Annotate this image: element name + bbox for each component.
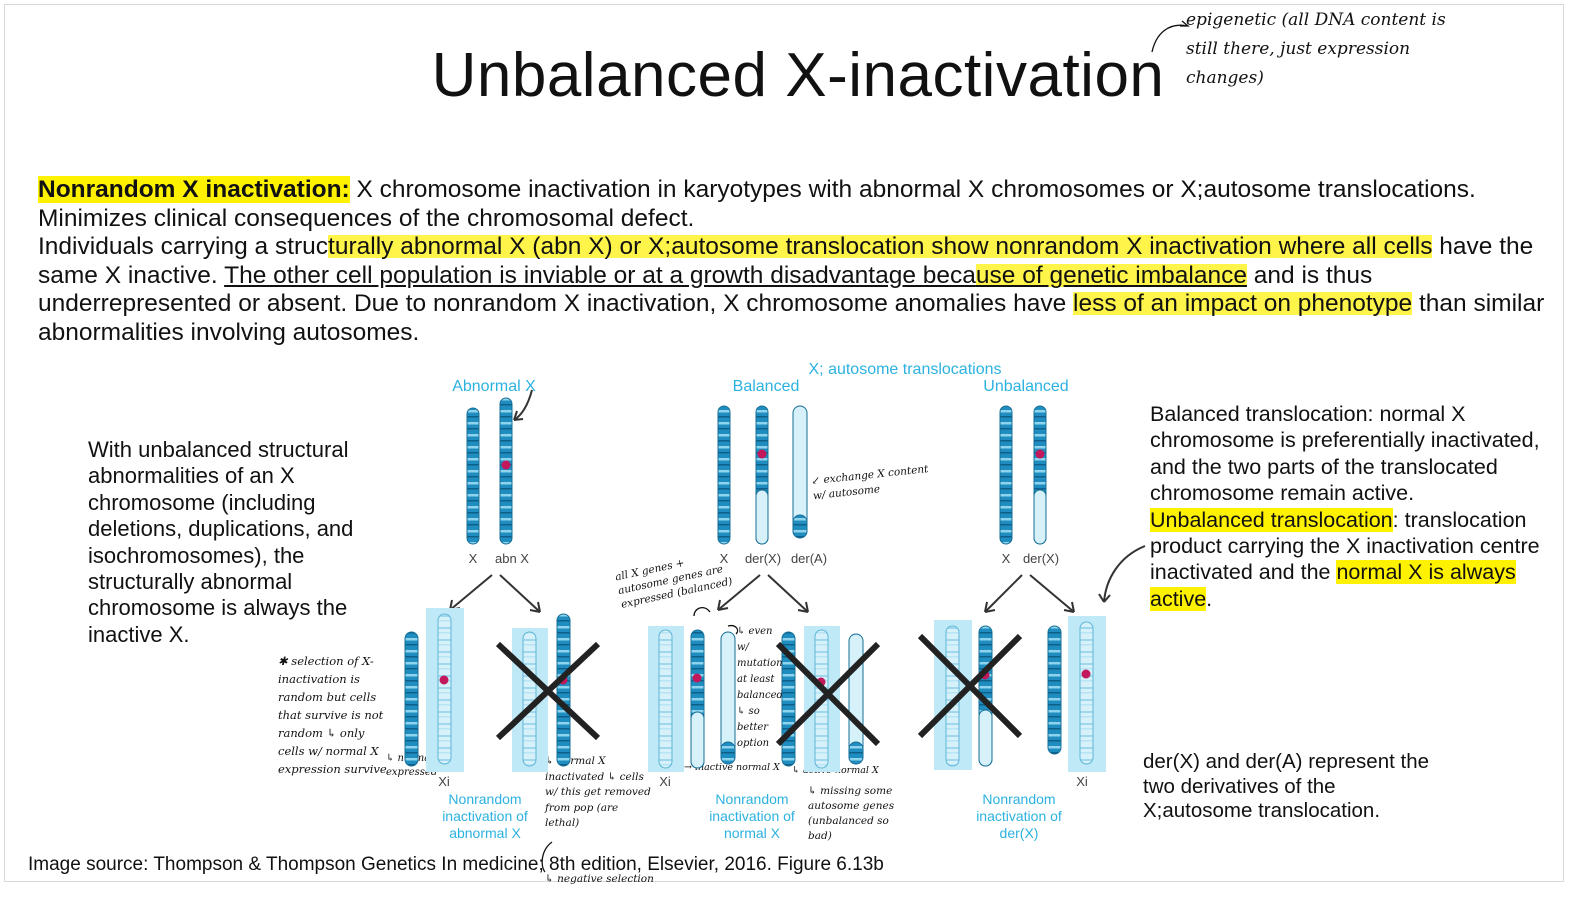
explanation-highlight-2: use of genetic imbalance [975,261,1247,289]
xi-label: Xi [659,774,671,789]
chromosome-active-abn-x [556,613,571,767]
intro-paragraph: Nonrandom X inactivation: X chromosome i… [38,176,1553,348]
xi-label: Xi [438,774,450,789]
chromosome-active-x [1047,625,1062,755]
chromosome-active-x [404,631,419,767]
chromosome-x [999,405,1013,545]
handwritten-selection-note: ✱ selection of X-inactivation is random … [278,654,387,776]
handwritten-connectors [541,20,1190,873]
inviable-cross [495,641,601,741]
chromosome-der-a-x-part [848,741,864,765]
right-explanation: Balanced translocation: normal X chromos… [1150,401,1570,612]
caption-line: abnormal X [449,825,521,841]
chromosome-abn-x [499,397,513,545]
unbalanced-header: Unbalanced [983,378,1068,395]
label-x: X [1002,551,1011,566]
caption-line: Nonrandom [982,791,1055,807]
caption-line: inactivation of [976,808,1062,824]
caption-line: normal X [724,825,781,841]
explanation-underline: The other cell population is inviable or… [224,261,976,289]
label-der-x: der(X) [1023,551,1059,566]
chromosome-der-a-x-part [720,741,736,765]
chromosome-x [717,405,731,545]
chromosome-der-x-autosome-part [1033,489,1047,545]
explanation-part: than similar abnormalities involving aut… [38,290,1545,346]
inviable-cross [775,641,881,747]
balanced-translocation-text: Balanced translocation: normal X chromos… [1150,402,1540,506]
centromere-mark [501,460,511,470]
explanation-highlight-1: turally abnormal X (abn X) or X;autosome… [328,233,1433,261]
chromosome-inactive-x [658,629,673,769]
definition-text: X chromosome inactivation in karyotypes … [38,176,1476,232]
label-der-x: der(X) [745,551,781,566]
caption-line: der(X) [1000,825,1039,841]
centromere-mark [1035,449,1045,459]
definition-term: Nonrandom X inactivation: [38,176,350,203]
unbalanced-colon: : [1392,507,1399,532]
handwritten-even-mutation-note: ↳ even w/ mutation at least balanced ↳ s… [737,626,783,749]
chromosome-der-a-x-part [792,514,808,539]
definition-line: Nonrandom X inactivation: X chromosome i… [38,176,1553,233]
caption-line: inactivation of [442,808,528,824]
caption-line: Nonrandom [715,791,788,807]
chromosome-inactive-abn-x [437,613,452,765]
panel-unbalanced [917,616,1106,772]
explanation-highlight-3: less of an impact on phenotype [1073,290,1413,318]
explanation-part: have the same X inactive. [38,233,1534,289]
chromosome-der-x-autosome-part [755,489,769,545]
panel-balanced [648,626,881,772]
centromere-mark [692,673,702,683]
caption-line: Nonrandom [448,791,521,807]
unbalanced-desc: translocation product carrying the X ina… [1150,507,1540,585]
xi-label: Xi [1076,774,1088,789]
balanced-header: Balanced [733,378,800,395]
unbalanced-term: Unbalanced translocation [1150,507,1393,532]
centromere-mark [1081,669,1091,679]
inviable-cross [917,633,1023,739]
centromere-mark [439,675,449,685]
left-explanation: With unbalanced structural abnormalities… [88,437,354,647]
label-x: X [469,551,478,566]
panel-captions: Nonrandom inactivation of abnormal X Non… [442,791,1062,841]
chromosome-der-x-autosome-part [690,711,705,769]
translocations-header: X; autosome translocations [809,361,1002,378]
explanation-line: Individuals carrying a structurally abno… [38,233,1553,347]
panel-abnormal-x [404,608,601,772]
label-der-a: der(A) [791,551,827,566]
label-abn-x: abn X [495,551,529,566]
centromere-mark [757,449,767,459]
chromosome-der-x-autosome-part [978,709,993,767]
explanation-part: Individuals carrying a struc [38,233,329,261]
handwritten-inactive-normal-x: → inactive normal X [684,762,780,773]
chromosome-inactive-x [522,631,537,767]
label-x: X [720,551,729,566]
unbalanced-translocation-text: Unbalanced translocation: translocation … [1150,507,1570,613]
der-note: der(X) and der(A) represent the two deri… [1143,750,1429,823]
handwritten-negative-selection: ↳ negative selection [545,873,654,885]
slide-title: Unbalanced X-inactivation [431,41,1165,110]
image-source: Image source: Thompson & Thompson Geneti… [28,854,884,875]
abnormal-x-header: Abnormal X [452,378,536,395]
handwritten-missing-genes-note: ↳ missing some autosome genes (unbalance… [808,785,895,842]
top-chromosomes [466,397,1047,545]
handwritten-epigenetic-note: epigenetic (all DNA content is still the… [1186,10,1446,88]
explanation-part: and is thus underrepresented or absent. … [38,261,1373,318]
chromosome-inactive-der-x [1079,621,1094,765]
chromosome-x [466,407,480,545]
caption-line: inactivation of [709,808,795,824]
unbalanced-end: . [1206,586,1213,611]
